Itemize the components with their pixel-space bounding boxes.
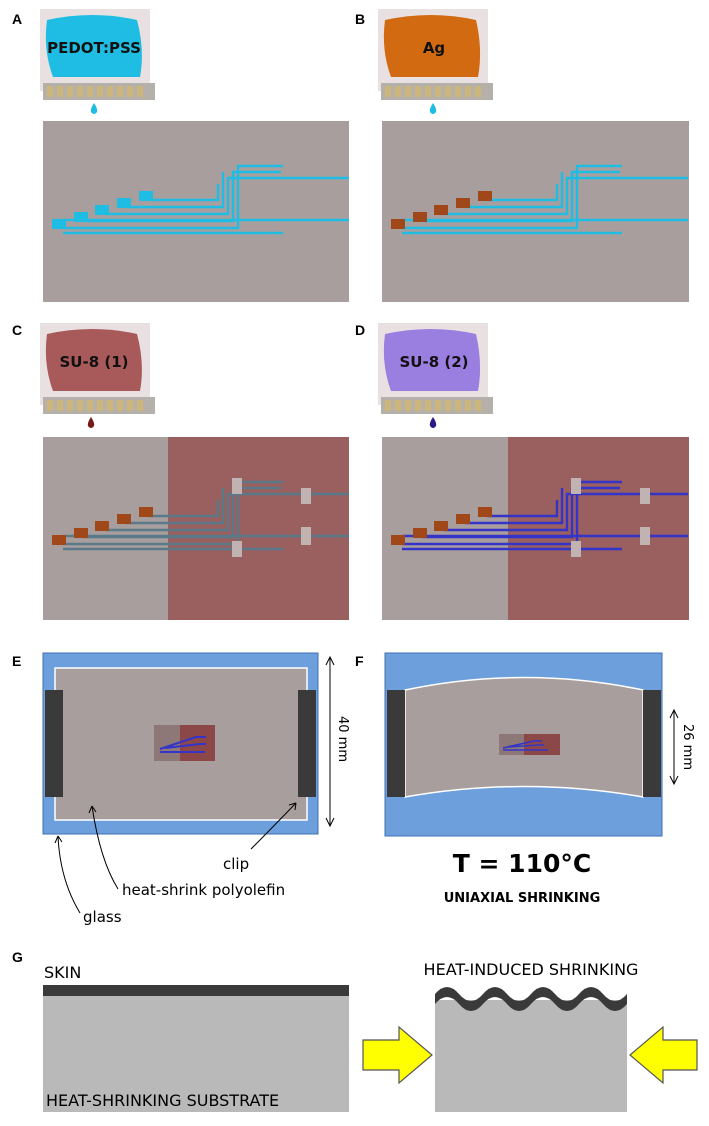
compression-arrow-right [629, 1025, 698, 1085]
droplet-icon [429, 103, 437, 114]
ink-label-pedot: PEDOT:PSS [47, 39, 141, 57]
ink-cartridge-pedot [45, 15, 142, 77]
panel-e: E 40 mm clip heat-shrink polyolefin glas… [12, 652, 350, 926]
panel-f: F 26 mm T = 110°C UNIAXIAL SHRINKING [355, 652, 695, 906]
panel-label-c: C [12, 322, 22, 338]
device-e [154, 725, 215, 761]
droplet-icon [429, 417, 437, 428]
shrinking-mode-label: UNIAXIAL SHRINKING [444, 891, 601, 906]
annotation-glass: glass [83, 908, 122, 926]
dimension-40mm: 40 mm [325, 655, 350, 828]
panel-c: C SU-8 (1) [12, 322, 351, 620]
skin-layer [43, 985, 349, 996]
ink-label-silver: Ag [423, 39, 445, 57]
device-f [499, 734, 560, 755]
ink-cartridge-su8-1 [45, 329, 142, 391]
substrate-b [382, 121, 689, 302]
panel-label-d: D [355, 322, 365, 338]
wrinkled-skin [435, 987, 627, 1011]
clip-right-e [298, 690, 316, 797]
su8-layer-c [168, 437, 349, 620]
clip-left-f [387, 690, 405, 797]
ink-cartridge-su8-2 [383, 329, 481, 391]
compression-arrow-left [362, 1025, 433, 1085]
panel-label-b: B [355, 11, 365, 27]
su8-layer-d [508, 437, 689, 620]
clip-left-e [45, 690, 63, 797]
droplet-icon [87, 417, 95, 428]
substrate-g [43, 996, 349, 1112]
clip-right-f [643, 690, 661, 797]
shrunk-substrate [435, 1000, 627, 1112]
panel-d: D SU-8 (2) [355, 322, 690, 620]
droplet-icon [90, 103, 98, 114]
shrinking-result-label: HEAT-INDUCED SHRINKING [424, 960, 639, 979]
ink-label-su8-1: SU-8 (1) [59, 353, 128, 371]
dimension-26mm: 26 mm [669, 708, 695, 786]
dimension-label-40mm: 40 mm [335, 716, 350, 762]
dimension-label-26mm: 26 mm [680, 724, 695, 770]
panel-label-e: E [12, 653, 21, 669]
ink-label-su8-2: SU-8 (2) [399, 353, 468, 371]
panel-label-f: F [355, 653, 364, 669]
panel-label-a: A [12, 11, 22, 27]
temperature-label: T = 110°C [453, 849, 591, 878]
annotation-film: heat-shrink polyolefin [122, 881, 285, 899]
ink-cartridge-silver [383, 15, 481, 77]
annotation-clip: clip [223, 855, 249, 873]
panel-g: G SKIN HEAT-SHRINKING SUBSTRATE HEAT-IND… [12, 949, 698, 1112]
skin-label: SKIN [44, 963, 81, 982]
annotation-leaders [54, 802, 297, 914]
substrate-label: HEAT-SHRINKING SUBSTRATE [46, 1091, 279, 1110]
panel-a: A PEDOT:PSS [12, 9, 351, 302]
substrate-a [43, 121, 349, 302]
panel-b: B Ag [355, 9, 690, 302]
panel-label-g: G [12, 949, 23, 965]
